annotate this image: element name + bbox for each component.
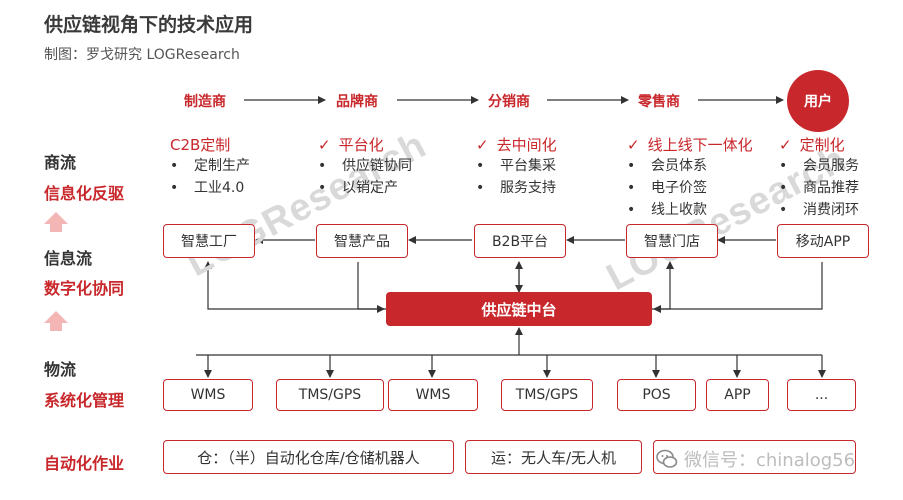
supply-chain-hub: 供应链中台 [386,292,652,326]
check-icon: ✓ [779,136,792,154]
automation-box-transport: 运：无人车/无人机 [465,440,642,474]
hub-link [653,262,823,313]
wechat-overlay: 微信号：chinalog56 [656,446,855,472]
label-xinxihua: 信息化反驱 [44,184,125,203]
info-box-smart-factory: 智慧工厂 [163,224,255,258]
automation-box-warehouse: 仓：（半）自动化仓库/仓储机器人 [163,440,454,474]
feature-head: ✓去中间化 [476,136,557,154]
feature-col-4: ✓线上线下一体化 会员体系 电子价签 线上收款 [627,134,753,221]
system-box-app: APP [706,379,769,411]
feature-item: 消费闭环 [779,199,859,221]
feature-item: 工业4.0 [170,177,250,199]
feature-item: 商品推荐 [779,177,859,199]
feature-item: 电子价签 [627,177,753,199]
feature-item: 会员服务 [779,155,859,177]
label-zidonghua: 自动化作业 [44,454,125,473]
feature-item: 定制生产 [170,155,250,177]
feature-item: 服务支持 [476,177,557,199]
chain-node-manufacturer: 制造商 [184,94,226,110]
info-box-b2b-platform: B2B平台 [474,224,566,258]
feature-item: 线上收款 [627,199,753,221]
feature-col-1: C2B定制 定制生产 工业4.0 [170,134,250,199]
hub-link [204,261,386,310]
label-shuzihua: 数字化协同 [44,279,125,298]
feature-item: 以销定产 [318,177,412,199]
check-icon: ✓ [476,136,489,154]
up-arrow-icon [44,212,68,232]
wechat-id-text: 微信号：chinalog56 [684,450,856,471]
feature-head: ✓平台化 [318,136,384,154]
info-box-smart-product: 智慧产品 [316,224,408,258]
system-box-tms-gps: TMS/GPS [501,379,593,411]
info-box-mobile-app: 移动APP [777,224,869,258]
user-node: 用户 [787,70,849,132]
chain-node-retailer: 零售商 [638,94,680,110]
chain-node-distributor: 分销商 [488,94,530,110]
wechat-icon [656,449,678,468]
label-wuliu: 物流 [44,360,77,379]
feature-head: ✓线上线下一体化 [627,136,753,154]
check-icon: ✓ [627,136,640,154]
feature-col-2: ✓平台化 供应链协同 以销定产 [318,134,412,199]
info-box-smart-store: 智慧门店 [626,224,718,258]
feature-col-3: ✓去中间化 平台集采 服务支持 [476,134,557,199]
chain-node-brand: 品牌商 [336,94,378,110]
page-subtitle: 制图：罗戈研究 LOGResearch [44,47,240,63]
up-arrow-icon [44,311,68,331]
system-box-pos: POS [617,379,696,411]
feature-item: 供应链协同 [318,155,412,177]
label-shangliu: 商流 [44,153,77,172]
feature-item: 平台集采 [476,155,557,177]
automation-box-store [653,440,856,474]
label-xinxiliu: 信息流 [44,249,93,268]
system-box-wms: WMS [388,379,478,411]
system-box-tms-gps: TMS/GPS [276,379,384,411]
system-box-wms: WMS [163,379,253,411]
label-xitonghua: 系统化管理 [44,391,125,410]
check-icon: ✓ [318,136,331,154]
feature-col-5: ✓定制化 会员服务 商品推荐 消费闭环 [779,134,859,221]
page-title: 供应链视角下的技术应用 [44,14,254,36]
feature-head: ✓定制化 [779,136,845,154]
feature-item: 会员体系 [627,155,753,177]
system-box-more: ... [787,379,856,411]
feature-head: C2B定制 [170,136,231,154]
